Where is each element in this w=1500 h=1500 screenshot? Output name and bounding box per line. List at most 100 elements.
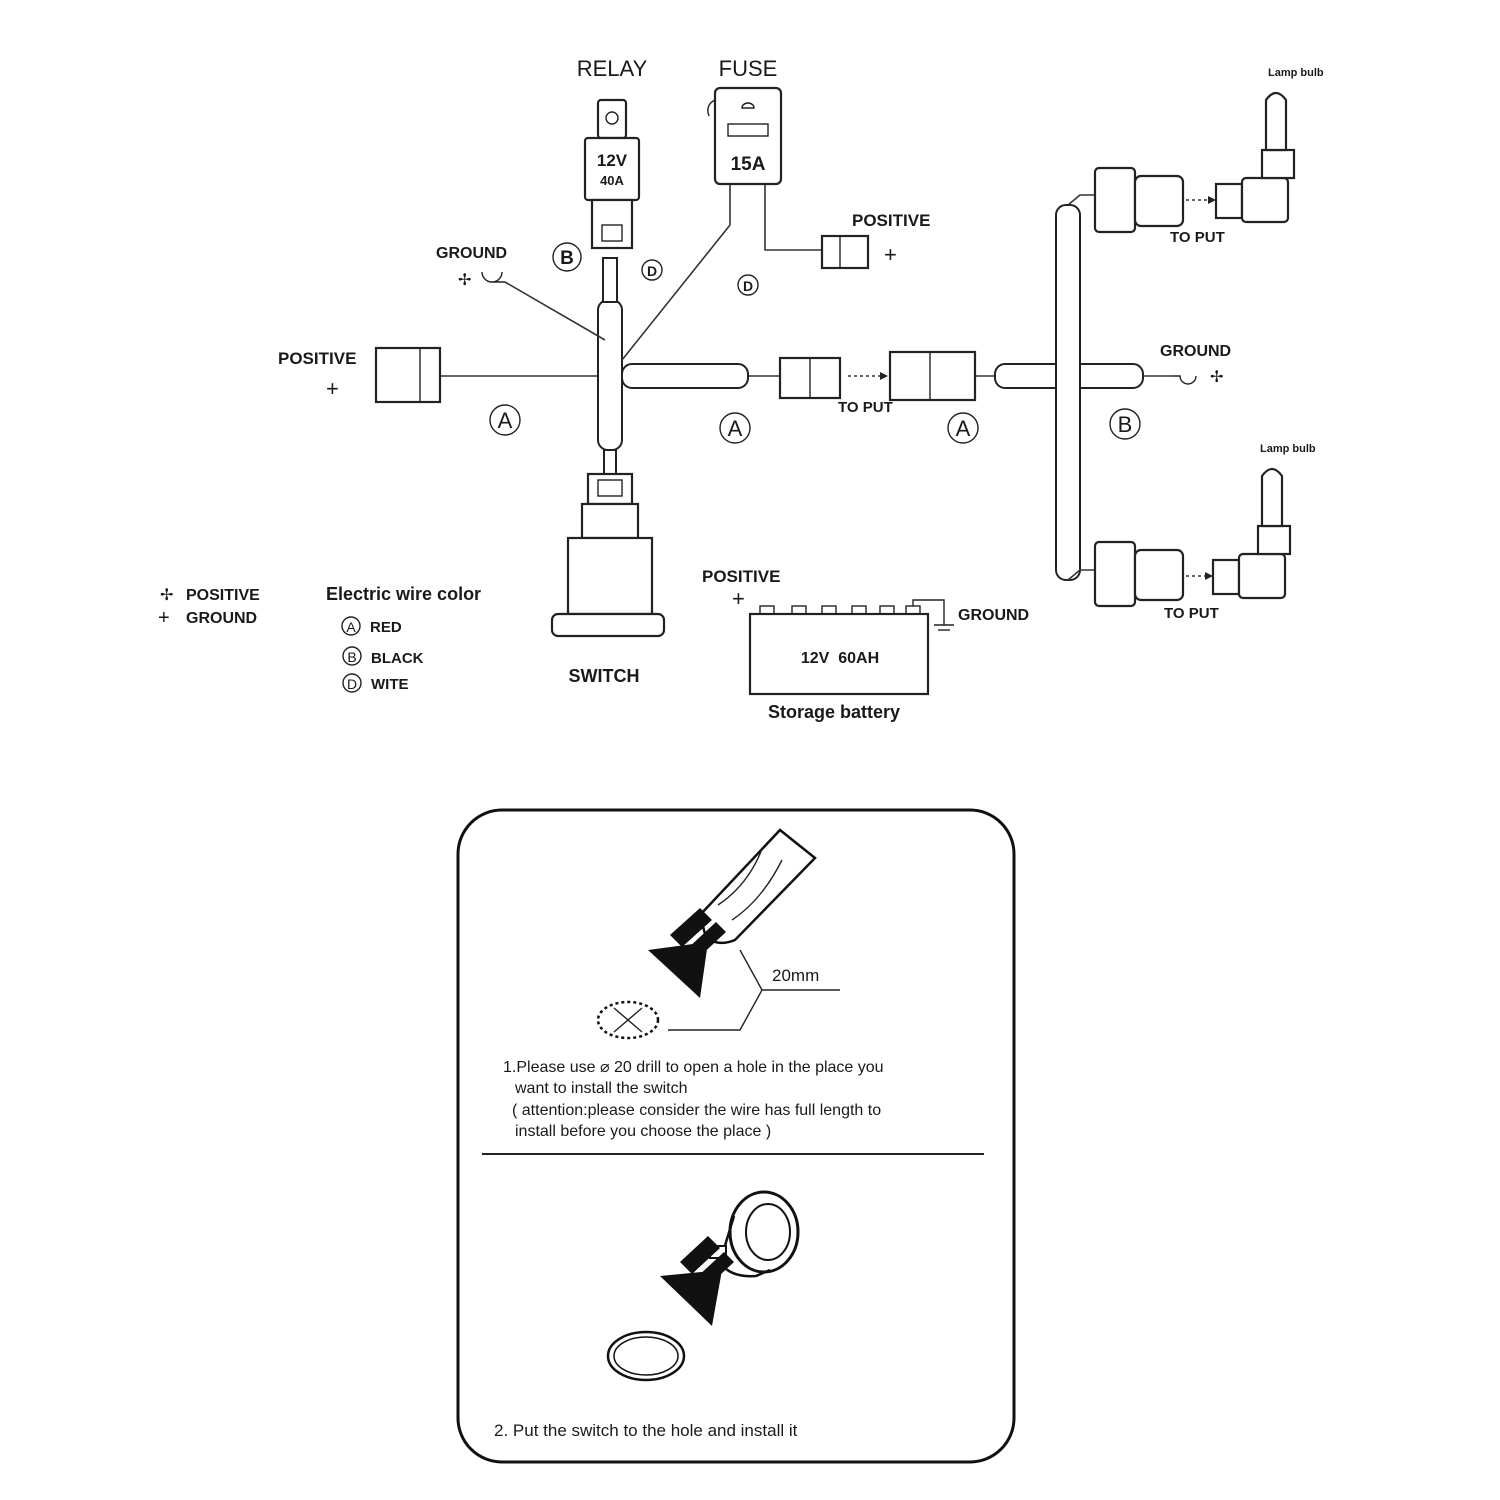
marker-a-2-circle bbox=[719, 412, 751, 444]
wire-lamp-top bbox=[1067, 194, 1095, 206]
relay-rating: 40A bbox=[600, 173, 624, 188]
battery-cap-2 bbox=[791, 605, 807, 615]
marker-d-1: D bbox=[647, 263, 657, 279]
loom-horizontal-main bbox=[621, 363, 749, 389]
positive-left-plus: + bbox=[326, 376, 339, 401]
to-put-middle: TO PUT bbox=[838, 399, 893, 416]
lamp-bottom-socket-body bbox=[1133, 548, 1185, 602]
marker-b-1-circle bbox=[552, 242, 582, 272]
storage-battery: POSITIVE + GROUND 12V 60AH Storage batte… bbox=[702, 567, 1029, 722]
legend-positive: POSITIVE bbox=[186, 587, 260, 604]
connector-female bbox=[888, 350, 977, 402]
arrow-head-mid bbox=[880, 372, 888, 380]
lamp-assembly-bottom: Lamp bulb TO PUT bbox=[1093, 443, 1316, 622]
lamp-bottom-arrow-head bbox=[1205, 572, 1213, 580]
legend-d-letter: D bbox=[347, 676, 357, 692]
legend-d-circle bbox=[342, 673, 362, 693]
ground-ring-right bbox=[1172, 375, 1197, 385]
marker-b-2: B bbox=[1118, 412, 1133, 437]
positive-connector-top: POSITIVE + bbox=[820, 211, 930, 270]
fuse-title: FUSE bbox=[719, 56, 778, 81]
battery-ground-lead bbox=[912, 599, 945, 625]
drill-arrow-stripe-1 bbox=[670, 908, 712, 947]
lamp-bottom-bulb-plug bbox=[1211, 558, 1241, 596]
marker-a-3: A bbox=[956, 416, 971, 441]
relay: RELAY 12V 40A bbox=[577, 56, 648, 250]
drill-illustration: 20mm bbox=[596, 828, 840, 1040]
lamp-bottom-socket-collar bbox=[1093, 540, 1137, 608]
legend-ground-symbol: + bbox=[158, 607, 170, 629]
battery-rating: 12V 60AH bbox=[801, 650, 879, 667]
positive-top-label: POSITIVE bbox=[852, 211, 930, 230]
legend-wire-color-title: Electric wire color bbox=[326, 584, 481, 604]
marker-d-2-circle bbox=[737, 274, 759, 296]
mounting-hole-inner bbox=[613, 1336, 679, 1376]
lamp-assembly-top: Lamp bulb TO PUT bbox=[1093, 67, 1324, 246]
fuse: FUSE 15A bbox=[707, 56, 783, 186]
to-put-lamp-top: TO PUT bbox=[1170, 229, 1225, 246]
lamp-top-bulb-plug bbox=[1214, 182, 1244, 220]
marker-a-1-circle bbox=[489, 404, 521, 436]
battery-ground-label: GROUND bbox=[958, 607, 1029, 624]
fuse-cap-mark bbox=[741, 102, 755, 109]
lamp-bottom-bulb-neck bbox=[1256, 524, 1292, 556]
hole-marker-icon bbox=[596, 1000, 660, 1040]
positive-top-plus: + bbox=[884, 242, 897, 267]
legend-positive-symbol: ✢ bbox=[160, 587, 173, 604]
marker-a-3-circle bbox=[947, 412, 979, 444]
loom-vertical-main bbox=[597, 299, 623, 451]
relay-tab bbox=[596, 98, 628, 140]
ground-left-label: GROUND bbox=[436, 245, 507, 262]
lamp-bottom-label: Lamp bulb bbox=[1260, 443, 1316, 455]
wire-markers: A A A B B D D bbox=[489, 242, 1141, 444]
marker-d-1-circle bbox=[641, 259, 663, 281]
legend-ground: GROUND bbox=[186, 610, 257, 627]
marker-a-2: A bbox=[728, 416, 743, 441]
battery-positive-plus: + bbox=[732, 586, 745, 611]
legend: ✢ POSITIVE + GROUND Electric wire color … bbox=[158, 584, 481, 693]
switch-rocker-inner bbox=[745, 1203, 791, 1261]
switch-stem bbox=[603, 449, 617, 475]
hole-marker-cross-2 bbox=[613, 1007, 643, 1033]
switch-bezel bbox=[550, 612, 666, 638]
step1-line1: 1.Please use ⌀ 20 drill to open a hole i… bbox=[503, 1059, 884, 1076]
fuse-clip bbox=[707, 99, 716, 117]
marker-b-2-circle bbox=[1109, 408, 1141, 440]
drill-size-label: 20mm bbox=[772, 966, 819, 985]
battery-cap-1 bbox=[759, 605, 775, 615]
lamp-bottom-bulb-glass bbox=[1260, 467, 1284, 528]
battery-cap-6 bbox=[905, 605, 921, 615]
drill-bit-flute-2 bbox=[731, 859, 783, 921]
marker-a-1: A bbox=[498, 408, 513, 433]
ground-right-label: GROUND bbox=[1160, 343, 1231, 360]
marker-d-2: D bbox=[743, 278, 753, 294]
install-arrow-stripe-1 bbox=[680, 1236, 720, 1274]
step1-line3: ( attention:please consider the wire has… bbox=[512, 1102, 881, 1119]
relay-title: RELAY bbox=[577, 56, 648, 81]
legend-b-letter: B bbox=[347, 649, 356, 665]
lamp-top-arrow-head bbox=[1208, 196, 1216, 204]
positive-left-plug bbox=[374, 346, 442, 404]
dimension-leader bbox=[668, 949, 763, 1031]
step1-line4: install before you choose the place ) bbox=[515, 1123, 771, 1140]
ground-ring-left bbox=[481, 271, 505, 283]
fuse-window bbox=[727, 123, 769, 137]
ground-right-symbol: ✢ bbox=[1210, 369, 1223, 386]
wire-lamp-bottom bbox=[1067, 569, 1095, 581]
ground-left-symbol: ✢ bbox=[458, 272, 471, 289]
switch-neck bbox=[580, 502, 640, 540]
mounting-hole-icon bbox=[606, 1330, 686, 1382]
lamp-top-socket-collar bbox=[1093, 166, 1137, 234]
instruction-card: 20mm 1.Please use ⌀ 20 drill to open a h… bbox=[456, 808, 1016, 1464]
positive-top-plug bbox=[820, 234, 870, 270]
lamp-top-bulb-base bbox=[1240, 176, 1290, 224]
positive-connector-left: POSITIVE + bbox=[278, 346, 442, 404]
battery-positive-label: POSITIVE bbox=[702, 567, 780, 586]
to-put-lamp-bottom: TO PUT bbox=[1164, 605, 1219, 622]
legend-d-color: WITE bbox=[371, 676, 409, 693]
loom-vertical-right bbox=[1055, 204, 1081, 581]
battery-caption: Storage battery bbox=[768, 702, 900, 722]
step2-text: 2. Put the switch to the hole and instal… bbox=[494, 1421, 798, 1440]
battery-body bbox=[748, 612, 930, 696]
